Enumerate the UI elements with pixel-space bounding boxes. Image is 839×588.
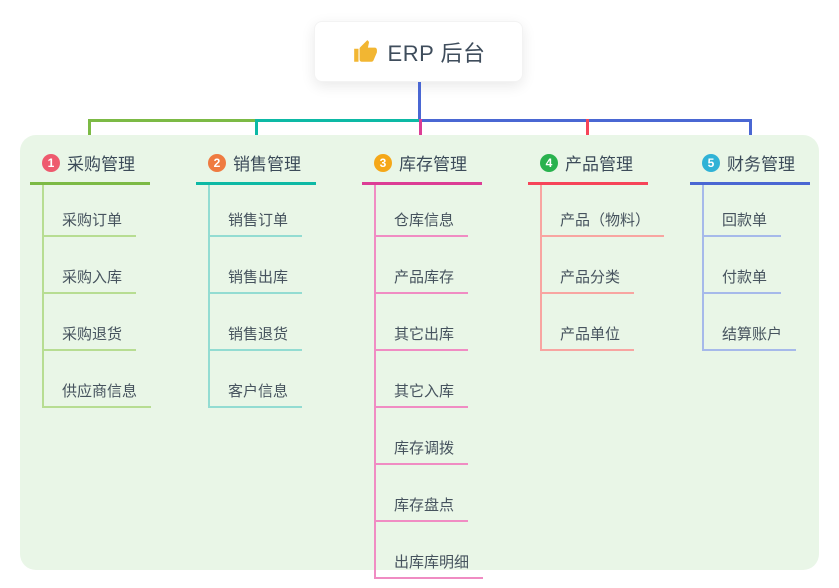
- branch-title-sales[interactable]: 2 销售管理: [196, 150, 316, 185]
- branch-title-finance[interactable]: 5 财务管理: [690, 150, 810, 185]
- node-supplier-info[interactable]: 供应商信息: [44, 351, 152, 408]
- node-product-material[interactable]: 产品（物料）: [542, 185, 665, 237]
- branch-children: 产品（物料） 产品分类 产品单位: [540, 185, 665, 351]
- branch-title-purchase[interactable]: 1 采购管理: [30, 150, 150, 185]
- root-stem-connector: [418, 82, 421, 119]
- branch-sales-management: 2 销售管理 销售订单 销售出库 销售退货 客户信息: [196, 150, 316, 408]
- node-purchase-inbound[interactable]: 采购入库: [44, 237, 137, 294]
- branch-label: 库存管理: [399, 155, 467, 174]
- branch-2-drop-connector: [255, 119, 258, 148]
- node-product-category[interactable]: 产品分类: [542, 237, 635, 294]
- node-other-inbound[interactable]: 其它入库: [376, 351, 469, 408]
- node-other-outbound[interactable]: 其它出库: [376, 294, 469, 351]
- node-sales-outbound[interactable]: 销售出库: [210, 237, 303, 294]
- node-stock-detail[interactable]: 出库库明细: [376, 522, 484, 579]
- branch-label: 产品管理: [565, 155, 633, 174]
- branch-purchase-management: 1 采购管理 采购订单 采购入库 采购退货 供应商信息: [30, 150, 152, 408]
- node-stock-taking[interactable]: 库存盘点: [376, 465, 469, 522]
- branch-children: 销售订单 销售出库 销售退货 客户信息: [208, 185, 316, 408]
- node-stock-transfer[interactable]: 库存调拨: [376, 408, 469, 465]
- branch-children: 回款单 付款单 结算账户: [702, 185, 810, 351]
- node-settlement-account[interactable]: 结算账户: [704, 294, 797, 351]
- branch-label: 财务管理: [727, 155, 795, 174]
- node-sales-order[interactable]: 销售订单: [210, 185, 303, 237]
- branches-panel: [20, 135, 819, 570]
- node-warehouse-info[interactable]: 仓库信息: [376, 185, 469, 237]
- root-node-label: ERP 后台: [387, 40, 486, 66]
- branch-finance-management: 5 财务管理 回款单 付款单 结算账户: [690, 150, 810, 351]
- branch-5-drop-connector: [749, 119, 752, 148]
- top-rail-segment-green: [88, 119, 255, 122]
- branch-1-drop-connector: [88, 119, 91, 148]
- branch-badge-2: 2: [208, 153, 226, 172]
- branch-product-management: 4 产品管理 产品（物料） 产品分类 产品单位: [528, 150, 665, 351]
- branch-children: 采购订单 采购入库 采购退货 供应商信息: [42, 185, 152, 408]
- branch-badge-3: 3: [374, 153, 392, 172]
- node-purchase-return[interactable]: 采购退货: [44, 294, 137, 351]
- branch-3-drop-connector: [419, 119, 422, 148]
- thumbs-up-icon: [353, 39, 377, 62]
- node-product-unit[interactable]: 产品单位: [542, 294, 635, 351]
- top-rail-segment-teal: [255, 119, 421, 122]
- branch-badge-1: 1: [42, 153, 60, 172]
- node-receipt-bill[interactable]: 回款单: [704, 185, 782, 237]
- branch-label: 销售管理: [233, 155, 301, 174]
- branch-label: 采购管理: [67, 155, 135, 174]
- node-product-stock[interactable]: 产品库存: [376, 237, 469, 294]
- node-sales-return[interactable]: 销售退货: [210, 294, 303, 351]
- node-payment-bill[interactable]: 付款单: [704, 237, 782, 294]
- branch-inventory-management: 3 库存管理 仓库信息 产品库存 其它出库 其它入库 库存调拨 库存盘点 出库库…: [362, 150, 484, 579]
- node-customer-info[interactable]: 客户信息: [210, 351, 303, 408]
- branch-badge-4: 4: [540, 153, 558, 172]
- branch-4-drop-connector: [586, 119, 589, 148]
- root-node[interactable]: ERP 后台: [314, 21, 523, 82]
- branch-badge-5: 5: [702, 153, 720, 172]
- branch-children: 仓库信息 产品库存 其它出库 其它入库 库存调拨 库存盘点 出库库明细: [374, 185, 484, 579]
- node-purchase-order[interactable]: 采购订单: [44, 185, 137, 237]
- branch-title-product[interactable]: 4 产品管理: [528, 150, 648, 185]
- branch-title-inventory[interactable]: 3 库存管理: [362, 150, 482, 185]
